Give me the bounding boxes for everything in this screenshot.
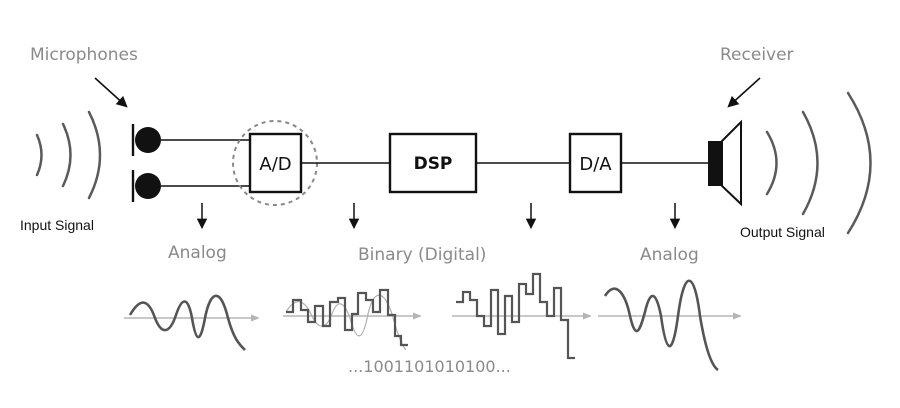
input-sound-wave-icon <box>35 110 102 200</box>
da-converter-block <box>568 132 623 194</box>
receiver-arrow <box>727 77 761 108</box>
da-label: D/A <box>579 154 612 175</box>
microphones-label: Microphones <box>30 45 138 65</box>
receiver-label: Receiver <box>720 45 794 65</box>
output-sound-wave-icon <box>765 91 872 235</box>
analog-input-waveform <box>124 294 260 351</box>
microphones-arrow <box>94 77 128 108</box>
sampled-digital-waveform <box>283 288 422 351</box>
binary-stream-label: ...1001101010100... <box>348 357 511 376</box>
analog-input-label: Analog <box>168 243 227 263</box>
analog-output-waveform <box>598 279 742 372</box>
analog-output-label: Analog <box>640 245 699 265</box>
ad-label: A/D <box>259 154 291 175</box>
dsp-label: DSP <box>414 154 453 174</box>
microphone-icon-top <box>131 124 161 156</box>
digital-stepped-waveform <box>452 272 592 360</box>
input-signal-label: Input Signal <box>20 217 94 233</box>
speaker-icon <box>708 119 742 207</box>
binary-digital-label: Binary (Digital) <box>358 245 486 265</box>
output-signal-label: Output Signal <box>740 224 825 240</box>
microphone-icon-bottom <box>131 170 161 202</box>
